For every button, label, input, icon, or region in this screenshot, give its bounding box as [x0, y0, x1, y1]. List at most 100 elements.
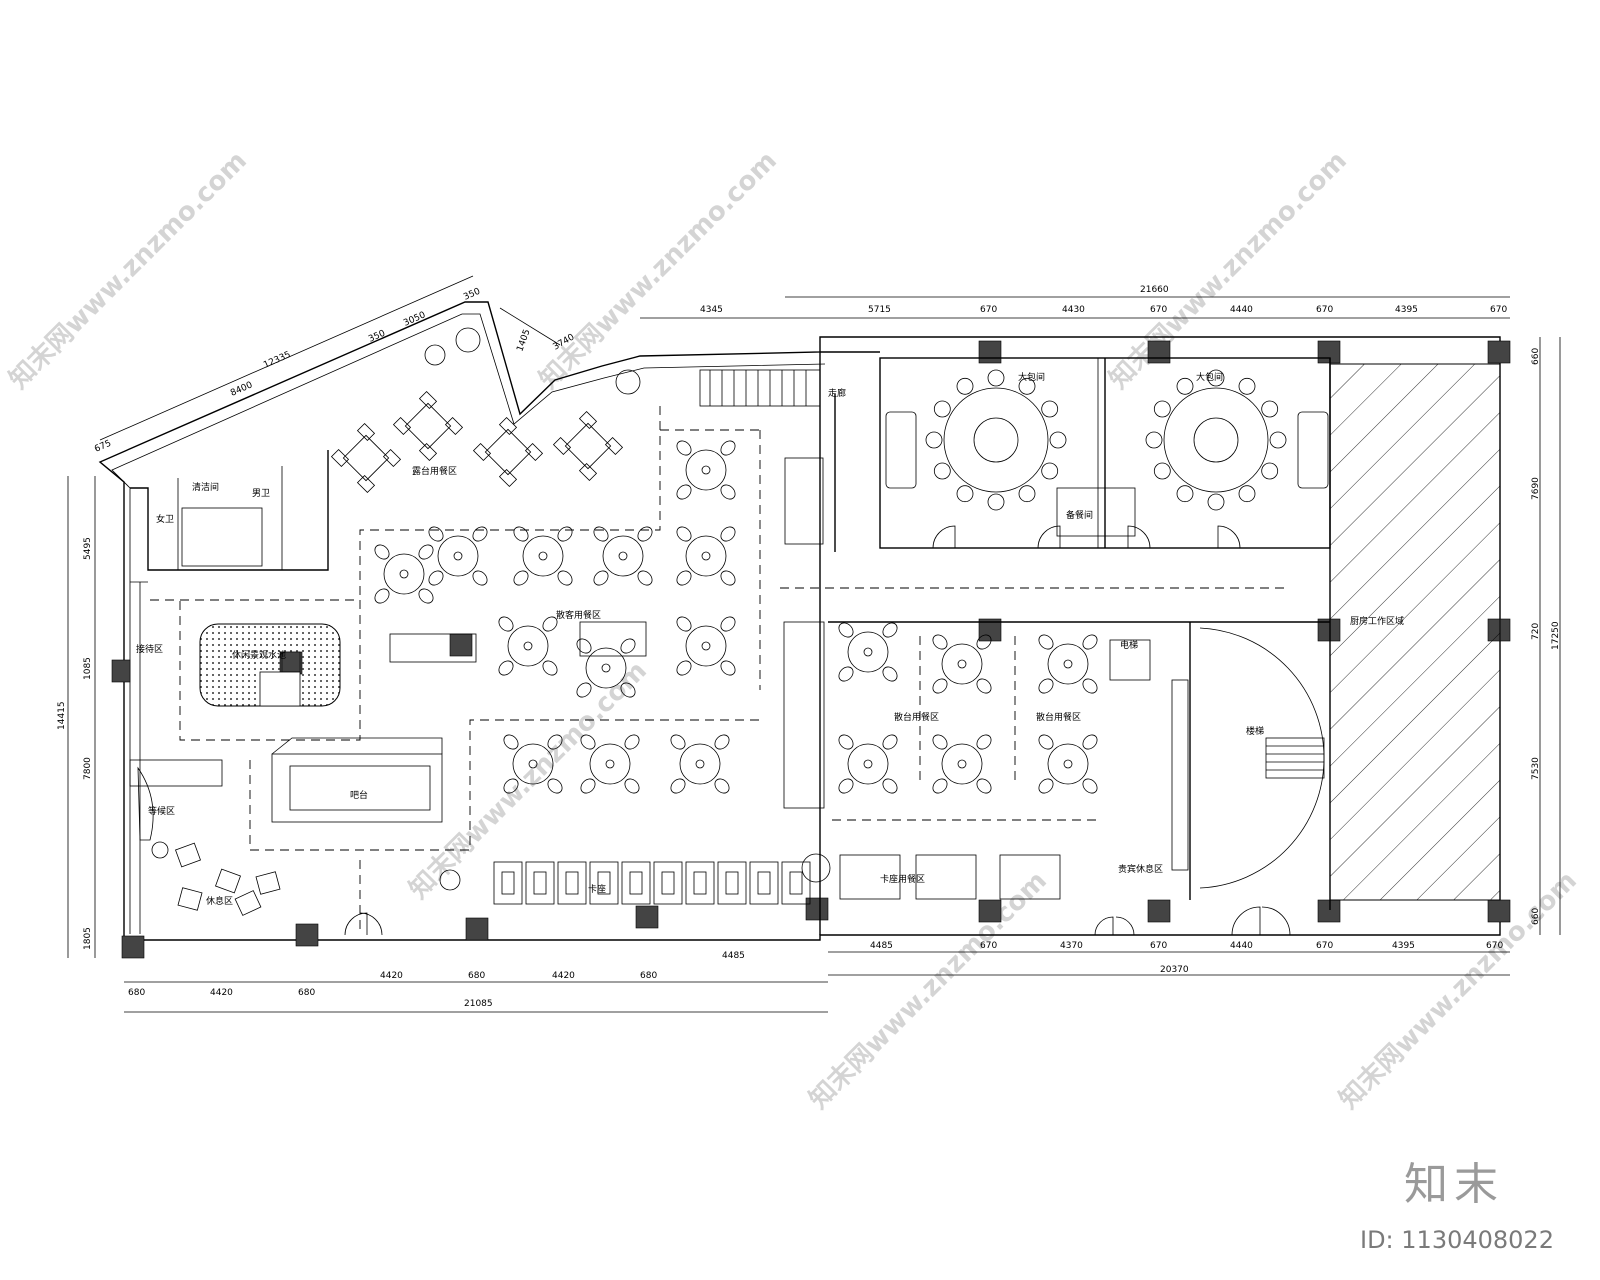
dim-bottom-left: 4420 — [380, 971, 403, 981]
dim-bottom-right: 4395 — [1392, 941, 1415, 951]
dim-bottom-left: 680 — [128, 988, 145, 998]
label-elevator: 电梯 — [1120, 639, 1138, 651]
circulation-paths — [150, 406, 1290, 935]
label-booth-dining: 卡座用餐区 — [880, 873, 925, 885]
booth-seat — [621, 861, 651, 905]
round-table — [374, 544, 434, 604]
chair — [676, 484, 692, 500]
chair — [624, 734, 640, 750]
chair — [503, 778, 519, 794]
chair — [576, 638, 592, 654]
booth-table — [501, 871, 515, 895]
chair — [503, 734, 519, 750]
label-side-dining-2: 散台用餐区 — [1036, 711, 1081, 723]
chair — [498, 416, 518, 436]
dim-bottom-left: 4485 — [722, 951, 745, 961]
banquet-chair — [987, 493, 1005, 511]
booth-table — [693, 871, 707, 895]
banquet-chair — [933, 400, 951, 418]
dim-left: 14415 — [57, 701, 67, 730]
dim-bottom-right: 4485 — [870, 941, 893, 951]
chair — [374, 544, 390, 560]
booth-seat — [493, 861, 523, 905]
label-toilet-male: 男卫 — [252, 488, 270, 499]
booth-table — [597, 871, 611, 895]
dim-top: 670 — [1150, 305, 1167, 315]
watermark-text: 知末网www.znzmo.com — [534, 146, 783, 395]
chair — [720, 526, 736, 542]
water-feature-inset — [259, 671, 301, 707]
chair — [838, 734, 854, 750]
label-vip-lounge: 贵宾休息区 — [1118, 863, 1163, 875]
chair — [1038, 778, 1054, 794]
round-table — [1038, 634, 1098, 694]
chair — [472, 526, 488, 542]
banquet-chair — [1269, 431, 1287, 449]
chair — [976, 678, 992, 694]
chair — [676, 616, 692, 632]
chair — [720, 660, 736, 676]
booth-row — [389, 621, 811, 905]
chair — [676, 660, 692, 676]
chair — [1082, 778, 1098, 794]
round-table — [676, 440, 736, 500]
chair — [714, 778, 730, 794]
chair — [1038, 734, 1054, 750]
label-stair: 楼梯 — [1246, 725, 1264, 737]
chair — [472, 442, 492, 462]
chair — [620, 682, 636, 698]
chair — [330, 448, 350, 468]
chair — [1038, 634, 1054, 650]
chair — [578, 462, 598, 482]
booth-table — [533, 871, 547, 895]
stair-right — [1199, 627, 1325, 889]
banquet-chair — [1238, 485, 1256, 503]
booth-table — [661, 871, 675, 895]
dim-angled: 675 — [93, 439, 113, 455]
label-water-feature: 休闲景观水池 — [232, 649, 286, 661]
dim-angled: 1405 — [515, 328, 532, 353]
square-table — [552, 410, 624, 482]
chair — [720, 570, 736, 586]
round-table — [932, 634, 992, 694]
bar-counter-left — [389, 633, 477, 663]
banquet-chair — [925, 431, 943, 449]
dim-top: 4395 — [1395, 305, 1418, 315]
chair — [524, 442, 544, 462]
chair — [882, 778, 898, 794]
banquet-chair — [1261, 462, 1279, 480]
dim-total-left: 21085 — [464, 999, 493, 1009]
label-private-room-2: 大包间 — [1196, 371, 1223, 383]
dimension-lines — [67, 275, 1561, 1013]
booth-table — [629, 871, 643, 895]
round-table — [1038, 734, 1098, 794]
chair — [498, 660, 514, 676]
dim-bottom-right: 670 — [980, 941, 997, 951]
banquet-chair — [1207, 369, 1225, 387]
label-waiting: 等候区 — [148, 805, 175, 817]
label-lounge: 休息区 — [206, 895, 233, 907]
dim-angled: 12335 — [262, 350, 292, 371]
dim-bottom-left: 680 — [468, 971, 485, 981]
chair — [637, 570, 653, 586]
banquet-chair — [956, 485, 974, 503]
room-labels: 露台用餐区 女卫 男卫 清洁间 接待区 休闲景观水池 吧台 等候区 休息区 散客… — [136, 371, 1264, 907]
chair — [593, 570, 609, 586]
chair — [428, 526, 444, 542]
round-table — [676, 616, 736, 676]
chair — [542, 616, 558, 632]
dim-bottom-left: 680 — [298, 988, 315, 998]
dim-right: 17250 — [1551, 621, 1561, 650]
banquet-chair — [987, 369, 1005, 387]
chair — [882, 666, 898, 682]
dim-right: 7690 — [1531, 477, 1541, 500]
booth-table — [565, 871, 579, 895]
doors — [344, 525, 1291, 936]
label-reception: 接待区 — [136, 643, 163, 655]
dim-bottom-right: 670 — [1486, 941, 1503, 951]
chair — [838, 622, 854, 638]
chair — [624, 778, 640, 794]
chair — [356, 422, 376, 442]
booth-seat — [717, 861, 747, 905]
